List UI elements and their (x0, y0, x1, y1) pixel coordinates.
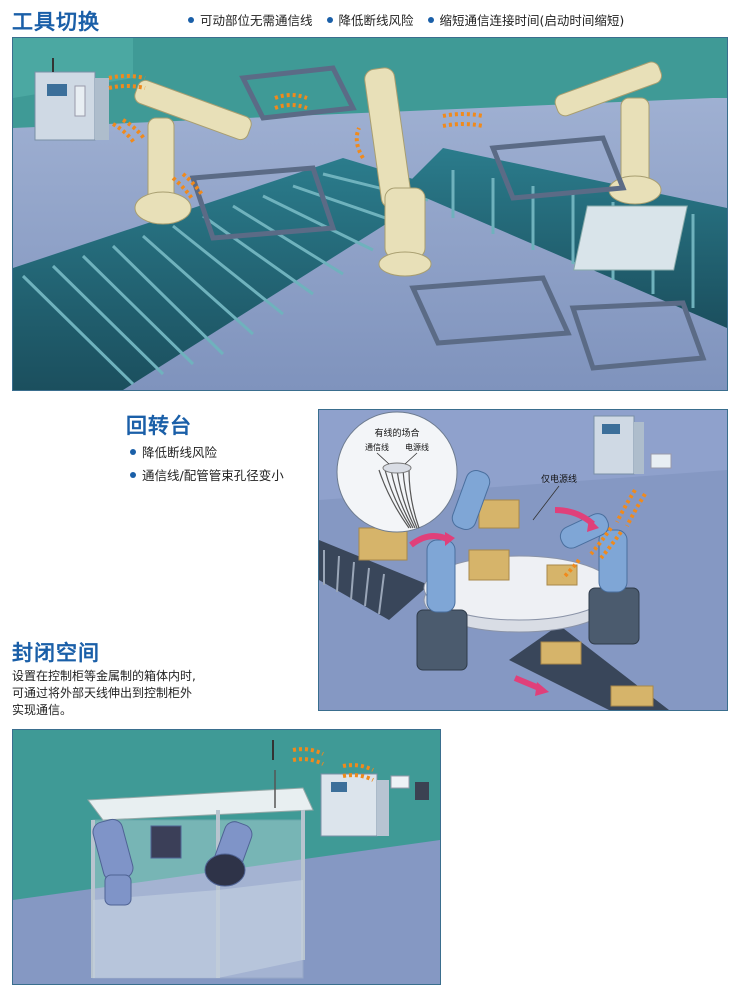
glass-enclosure (87, 787, 314, 979)
enclosed-space-title: 封闭空间 (12, 641, 100, 665)
bullet-item: 缩短通信连接时间(启动时间缩短) (427, 10, 624, 29)
bullet-item: 可动部位无需通信线 (188, 10, 313, 29)
bullet-dot-icon (188, 16, 194, 23)
tool-change-bullets: 可动部位无需通信线 降低断线风险 缩短通信连接时间(启动时间缩短) (188, 10, 624, 29)
robot-arms-blue (426, 470, 628, 613)
conveyor-right (509, 625, 669, 710)
rotary-table-scene: 有线的场合 通信线 电源线 仅电源线 (319, 410, 727, 710)
bullet-dot-icon (130, 471, 136, 478)
control-cabinet (593, 415, 672, 475)
conveyor-left (319, 540, 429, 620)
enclosed-robots (92, 818, 253, 906)
wireless-wave-icons (108, 74, 484, 202)
enclosed-space-scene (13, 730, 440, 984)
enclosed-space-illustration (12, 729, 441, 985)
callout-label-power: 电源线 (405, 442, 429, 452)
callout-label-comm: 通信线 (365, 442, 389, 452)
rotary-table-illustration: 有线的场合 通信线 电源线 仅电源线 (318, 409, 728, 711)
tool-change-scene (13, 38, 727, 390)
left-conveyor (13, 158, 443, 390)
bullet-dot-icon (326, 16, 333, 23)
wireless-wave-icons (561, 488, 647, 580)
tool-change-title: 工具切换 (12, 10, 100, 34)
rotary-table-title: 回转台 (126, 414, 192, 438)
wired-case-callout: 有线的场合 通信线 电源线 (336, 411, 458, 533)
enclosed-space-description: 设置在控制柜等金属制的箱体内时, 可通过将外部天线伸出到控制柜外 实现通信。 (12, 669, 196, 717)
bullet-item: 通信线/配管管束孔径变小 (130, 465, 284, 484)
bullet-item: 降低断线风险 (130, 442, 284, 461)
control-cabinet (34, 58, 109, 141)
bullet-dot-icon (427, 16, 434, 23)
callout-title: 有线的场合 (374, 427, 419, 439)
bullet-item: 降低断线风险 (326, 10, 414, 29)
robot-arms (134, 61, 663, 277)
power-only-label: 仅电源线 (541, 473, 577, 485)
tool-change-illustration (12, 37, 728, 391)
rotary-table-bullets: 降低断线风险 通信线/配管管束孔径变小 (130, 442, 284, 484)
wireless-wave-icons (292, 747, 374, 782)
bullet-dot-icon (130, 448, 136, 455)
control-cabinet (320, 773, 429, 837)
robot-bases (416, 587, 640, 671)
tool-frames (189, 65, 707, 371)
